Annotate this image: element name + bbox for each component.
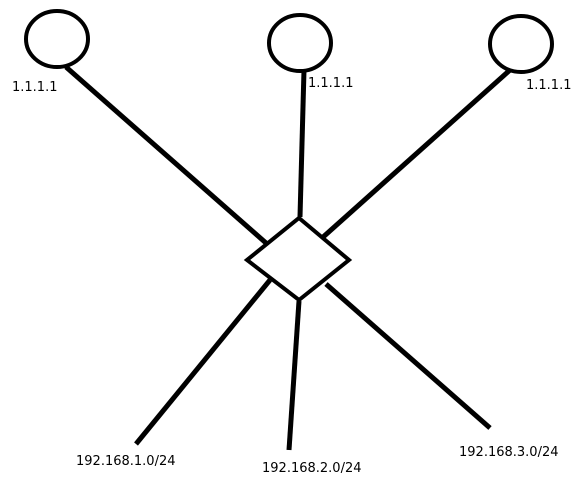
link-upstream-2	[297, 69, 307, 218]
router-node	[243, 215, 353, 303]
upstream-nodes	[24, 9, 554, 74]
upstream-node-3	[488, 14, 554, 74]
link-upstream-1	[64, 65, 268, 245]
link-downstream-2	[286, 300, 302, 451]
upstream-node-1	[24, 9, 90, 69]
downstream-label-2: 192.168.2.0/24	[262, 461, 362, 476]
downstream-label-1: 192.168.1.0/24	[76, 454, 176, 469]
labels: 1.1.1.1 1.1.1.1 1.1.1.1 192.168.1.0/24 1…	[12, 76, 571, 476]
upstream-label-1: 1.1.1.1	[12, 80, 57, 95]
links	[64, 65, 512, 451]
upstream-node-2	[267, 13, 333, 73]
link-downstream-1	[134, 278, 272, 446]
upstream-label-2: 1.1.1.1	[308, 76, 353, 91]
downstream-label-3: 192.168.3.0/24	[459, 445, 559, 460]
link-upstream-3	[320, 68, 512, 240]
link-downstream-3	[324, 282, 492, 430]
upstream-label-3: 1.1.1.1	[526, 78, 571, 93]
